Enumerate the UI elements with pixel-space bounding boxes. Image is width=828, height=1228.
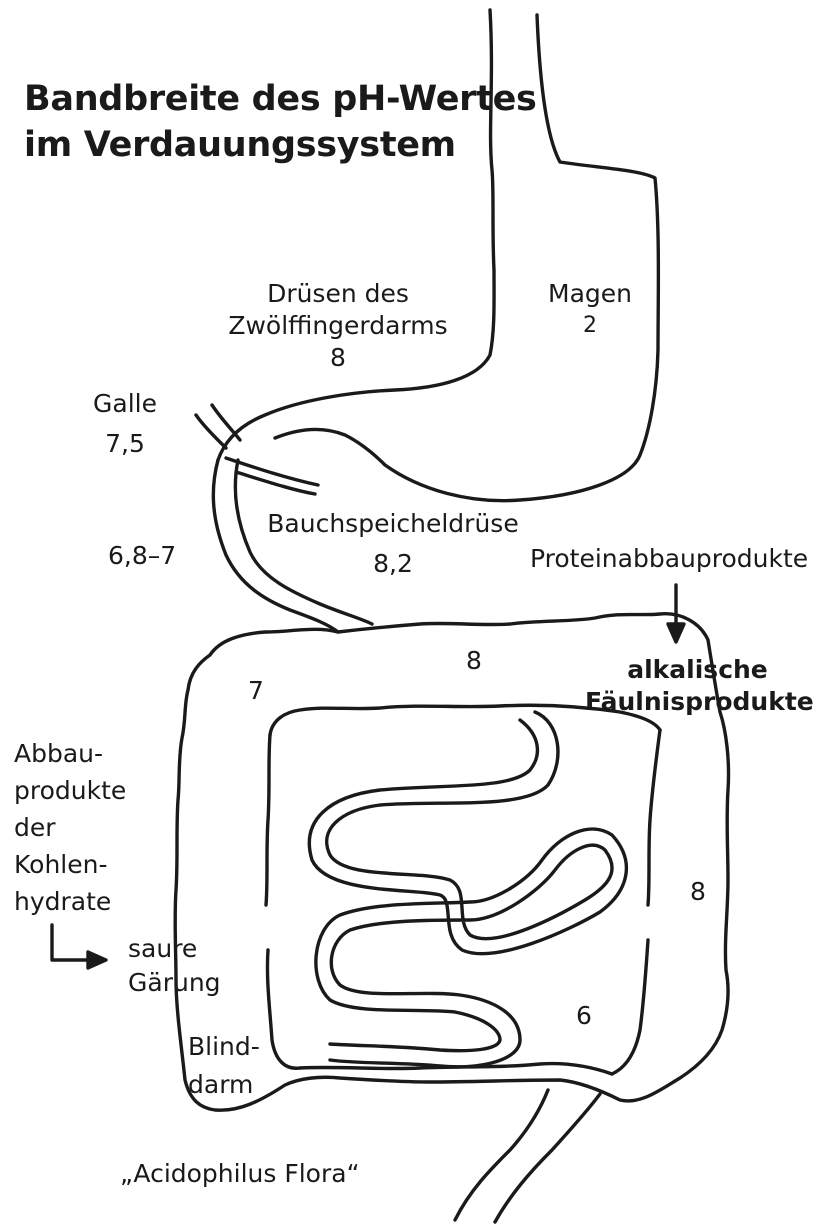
rectum-left [455,1090,548,1220]
bile-name: Galle [85,388,165,420]
alkaline-line-2: Fäulnisprodukte [585,686,810,718]
title-line-2: im Verdauungssystem [24,122,537,168]
carb-line-3: der [14,809,126,846]
carb-line-5: hydrate [14,883,126,920]
acid-fermentation-line-2: Gärung [128,966,221,1000]
carb-line-1: Abbau- [14,735,126,772]
small-intestine-ph: 6 [576,1000,592,1032]
duodenum-glands-label: Drüsen des Zwölffingerdarms 8 [218,278,458,374]
alkaline-putrefaction-label: alkalische Fäulnisprodukte [585,654,810,718]
duodenum-glands-line-1: Drüsen des [218,278,458,310]
diagram-title: Bandbreite des pH-Wertes im Verdauungssy… [24,76,537,168]
bile-duct-upper [196,405,240,448]
carb-arrow-line [52,925,92,960]
small-intestine-coils-outer [327,712,612,1067]
protein-arrow-head [668,624,684,642]
descending-colon-ph: 8 [690,876,706,908]
pancreas-name: Bauchspeicheldrüse [258,508,528,540]
pancreas-ph: 8,2 [258,548,528,580]
transverse-colon-ph: 8 [466,645,482,677]
ascending-colon-inner [266,735,300,1068]
pancreas-label: Bauchspeicheldrüse 8,2 [258,508,528,580]
protein-products-label: Proteinabbauprodukte [530,543,808,575]
bile-label: Galle 7,5 [85,388,165,460]
title-line-1: Bandbreite des pH-Wertes [24,76,537,122]
duodenum-glands-ph: 8 [218,342,458,374]
carb-line-2: produkte [14,772,126,809]
rectum-right [495,1094,600,1222]
acid-fermentation-label: saure Gärung [128,932,221,1000]
ascending-colon-ph: 7 [248,675,264,707]
bile-ph: 7,5 [85,428,165,460]
carb-line-4: Kohlen- [14,846,126,883]
carb-arrow-head [88,952,106,968]
large-intestine-inner-bottom [300,1064,612,1074]
acidophilus-flora-label: „Acidophilus Flora“ [120,1158,360,1190]
bile-duct-horizontal [226,458,318,494]
cecum-line-2: darm [188,1066,260,1104]
duodenum-glands-line-2: Zwölffingerdarms [218,310,458,342]
descending-colon-inner [612,730,660,1074]
alkaline-line-1: alkalische [585,654,810,686]
bile-duct-ph-range: 6,8–7 [108,540,176,572]
stomach-label: Magen 2 [535,278,645,342]
stomach-ph: 2 [535,310,645,342]
acid-fermentation-line-1: saure [128,932,221,966]
cecum-label: Blind- darm [188,1028,260,1104]
stomach-name: Magen [535,278,645,310]
cecum-line-1: Blind- [188,1028,260,1066]
carb-products-label: Abbau- produkte der Kohlen- hydrate [14,735,126,920]
